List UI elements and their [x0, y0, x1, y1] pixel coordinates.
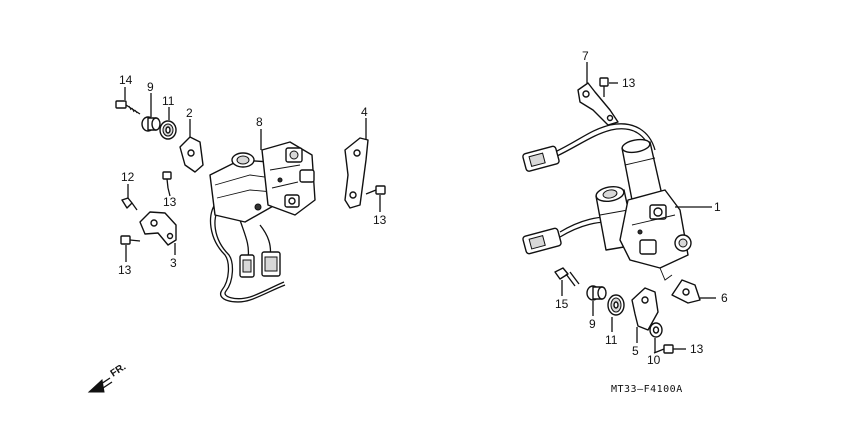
bracket-3 — [139, 211, 177, 246]
bolt-13e — [653, 344, 674, 354]
callout-12: 12 — [121, 170, 135, 184]
callout-13-bracket-3: 13 — [118, 263, 132, 277]
front-direction-arrow — [87, 377, 113, 393]
bolt-14 — [115, 100, 141, 115]
callout-1: 1 — [714, 200, 721, 214]
bracket-2 — [179, 136, 204, 173]
callout-13-washer: 13 — [690, 342, 704, 356]
callout-13-bracket-4: 13 — [373, 213, 387, 227]
callout-9-left: 9 — [147, 80, 154, 94]
bracket-4 — [344, 137, 369, 209]
bolt-13d — [599, 77, 609, 97]
callout-10: 10 — [647, 353, 661, 367]
bolt-13a — [162, 171, 172, 189]
bracket-5 — [631, 287, 659, 331]
callout-2: 2 — [186, 106, 193, 120]
callout-5: 5 — [632, 344, 639, 358]
callout-13-bracket-2: 13 — [163, 195, 177, 209]
callout-4: 4 — [361, 105, 368, 119]
callout-15: 15 — [555, 297, 569, 311]
grommet-11 — [159, 120, 177, 140]
bracket-6 — [671, 279, 701, 304]
diagram-code: MT33–F4100A — [611, 384, 683, 395]
grommet-11b — [607, 294, 625, 316]
callout-11-right: 11 — [605, 333, 618, 347]
modulator-unit-8 — [209, 141, 316, 303]
front-label: FR. — [109, 361, 129, 379]
collar-9b — [586, 285, 607, 301]
collar-9 — [141, 116, 161, 132]
callout-6: 6 — [721, 291, 728, 305]
callout-3: 3 — [170, 256, 177, 270]
modulator-unit-1 — [522, 123, 692, 281]
callout-9-right: 9 — [589, 317, 596, 331]
bolt-15 — [554, 267, 580, 287]
bolt-12 — [121, 197, 138, 211]
bolt-13b — [120, 235, 141, 245]
washer-10 — [649, 322, 663, 338]
callout-11-left: 11 — [162, 94, 175, 108]
bracket-7 — [577, 82, 619, 126]
callout-7: 7 — [582, 49, 589, 63]
callout-8: 8 — [256, 115, 263, 129]
callout-13-bracket-7: 13 — [622, 76, 636, 90]
callout-14: 14 — [119, 73, 133, 87]
bolt-13c — [365, 185, 386, 195]
